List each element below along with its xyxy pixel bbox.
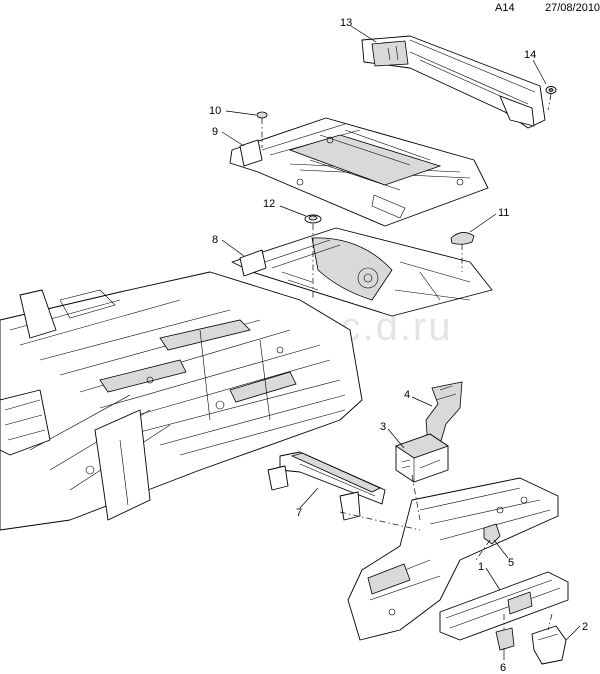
part-14-nut: [545, 86, 557, 94]
part-12-grommet: [304, 214, 322, 224]
part-6-clip: [495, 627, 515, 651]
part-2-bracket: [531, 625, 567, 665]
callout-2: 2: [582, 621, 588, 633]
body-floor-structure: [0, 271, 363, 531]
part-3-module: [395, 433, 449, 483]
assembly-lines: [261, 93, 553, 631]
callout-7: 7: [296, 507, 302, 519]
callout-1: 1: [478, 561, 484, 573]
side-frame-assembly: [347, 477, 559, 641]
part-1-reinforcement: [439, 571, 569, 641]
callout-12: 12: [263, 198, 275, 210]
diagram-code: A14: [495, 2, 515, 14]
part-5-clip: [483, 523, 501, 545]
part-9-floor-panel: [229, 117, 489, 227]
callout-6: 6: [500, 662, 506, 674]
part-10-plug: [256, 111, 268, 119]
diagram-date: 27/08/2010: [545, 2, 600, 14]
part-7-rail: [267, 451, 386, 521]
callout-14: 14: [524, 49, 536, 61]
callout-13: 13: [340, 17, 352, 29]
part-13-cross-member: [361, 35, 546, 129]
callout-11: 11: [498, 207, 509, 219]
callout-9: 9: [212, 126, 218, 138]
part-11-cap: [450, 232, 475, 245]
callout-10: 10: [209, 105, 221, 117]
callout-8: 8: [212, 234, 218, 246]
callout-4: 4: [404, 389, 410, 401]
callout-5: 5: [508, 557, 514, 569]
part-8-floor-panel: [231, 227, 493, 317]
leader-lines: [221, 25, 581, 660]
callout-3: 3: [380, 421, 386, 433]
